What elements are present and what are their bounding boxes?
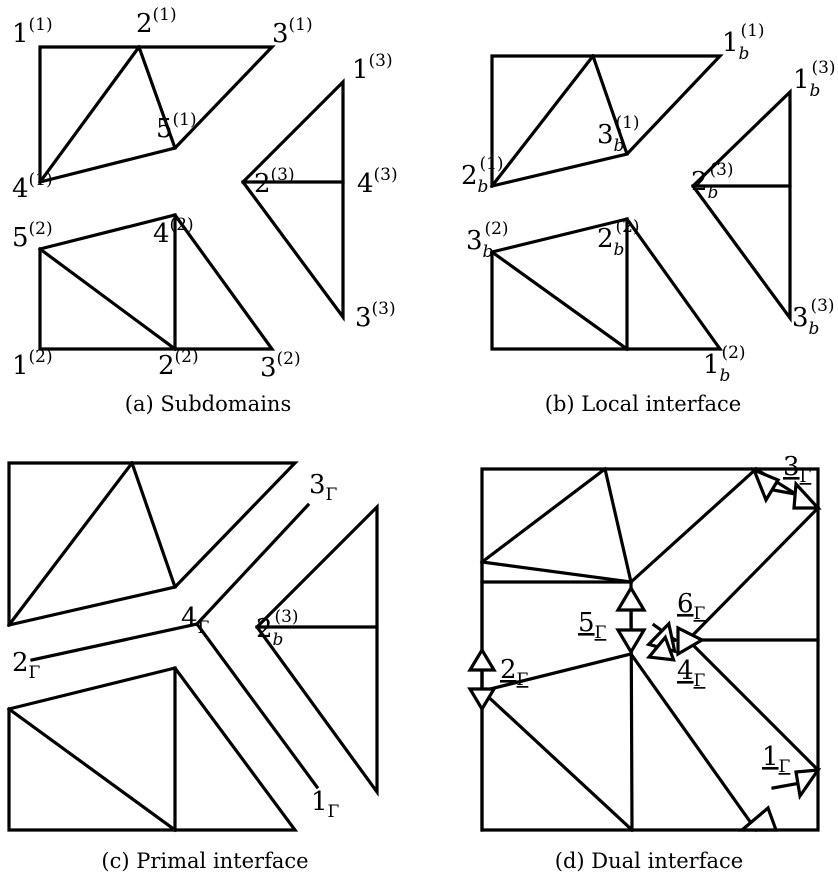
subdomain-2-mesh xyxy=(489,217,724,352)
caption-b: (b) Local interface xyxy=(545,392,741,416)
primal-label-3: 3Γ xyxy=(309,470,338,505)
subdomain-3-mesh xyxy=(240,78,345,322)
node-label-1-3: 1(3) xyxy=(352,51,393,85)
node-label-1-1: 1(1) xyxy=(12,15,53,49)
node-label-1b-2: 1b(2) xyxy=(703,343,746,386)
node-label-2-3: 2(3) xyxy=(254,165,295,199)
dual-label-4: 4Γ xyxy=(677,656,706,691)
dual-mesh xyxy=(479,466,821,833)
node-label-2b-1: 2b(1) xyxy=(461,154,504,197)
subdomain-1-mesh xyxy=(489,53,724,189)
node-label-4-1: 4(1) xyxy=(12,170,53,204)
node-label-1-2: 1(2) xyxy=(12,347,53,381)
node-label-5-1: 5(1) xyxy=(156,110,197,144)
node-label-4-2: 4(2) xyxy=(153,215,194,249)
dual-label-6: 6Γ xyxy=(677,589,706,624)
dual-triangle-3-right xyxy=(792,480,822,510)
node-label-4-3: 4(3) xyxy=(357,165,398,199)
dual-triangle-3-left xyxy=(751,467,781,504)
primal-label-2: 2Γ xyxy=(12,648,41,683)
subdomain-3-mesh xyxy=(254,503,379,797)
dual-triangle-1-left xyxy=(737,805,779,832)
dual-triangle-6-lower-left xyxy=(645,634,676,662)
dual-label-2: 2Γ xyxy=(500,655,529,690)
dual-label-1: 1Γ xyxy=(762,742,791,777)
dual-label-5: 5Γ xyxy=(578,608,607,643)
node-label-1b-3: 1b(3) xyxy=(793,58,836,101)
node-label-3-3: 3(3) xyxy=(355,299,396,333)
node-label-2b-3: 2b(3) xyxy=(691,160,734,203)
caption-d: (d) Dual interface xyxy=(555,849,743,873)
caption-a: (a) Subdomains xyxy=(125,392,291,416)
dual-triangle-2-down xyxy=(467,687,497,713)
caption-c: (c) Primal interface xyxy=(101,849,308,873)
node-label-2b-2: 2b(2) xyxy=(597,217,640,260)
node-label-2b-3: 2b(3) xyxy=(256,607,299,650)
primal-interface-skeleton xyxy=(30,502,320,790)
node-label-3-2: 3(2) xyxy=(260,349,301,383)
subdomain-1-mesh xyxy=(37,44,276,185)
subdomain-3-mesh xyxy=(690,88,792,323)
dual-node-triangles xyxy=(467,467,822,832)
panel-b-local-interface: 1b(1) 2b(1) 3b(1) 3b(2) 2b(2) 1b(2) 1b(3… xyxy=(461,21,836,416)
panel-c-primal-interface: 3Γ 4Γ 2Γ 1Γ 2b(3) (c) Primal interface xyxy=(6,460,379,873)
node-label-3-1: 3(1) xyxy=(272,15,313,49)
primal-label-4: 4Γ xyxy=(181,603,210,638)
dual-triangle-5-up xyxy=(615,584,647,612)
node-label-2-2: 2(2) xyxy=(158,347,199,381)
subdomain-1-mesh xyxy=(6,460,299,628)
dual-triangle-1-right xyxy=(794,768,822,801)
subdomain-2-mesh xyxy=(37,213,276,352)
subdomain-2-mesh xyxy=(6,666,299,833)
dual-label-3: 3Γ xyxy=(783,452,812,487)
node-label-2-1: 2(1) xyxy=(136,5,177,39)
panel-d-dual-interface: 2Γ 5Γ 6Γ 4Γ 3Γ 1Γ (d) Dual interface xyxy=(467,452,822,873)
dual-triangle-2-up xyxy=(467,646,497,672)
node-label-3b-3: 3b(3) xyxy=(792,296,835,339)
node-label-5-2: 5(2) xyxy=(12,219,53,253)
node-label-3b-2: 3b(2) xyxy=(466,219,509,262)
node-label-3b-1: 3b(1) xyxy=(597,113,640,156)
primal-label-1: 1Γ xyxy=(311,787,340,822)
panel-a-subdomains: 1(1) 2(1) 3(1) 4(1) 5(1) 5(2) 4(2) 1(2) … xyxy=(12,5,398,416)
dual-triangle-6-right xyxy=(676,625,706,657)
dual-triangle-5-down xyxy=(615,628,647,656)
node-label-1b-1: 1b(1) xyxy=(722,21,765,64)
